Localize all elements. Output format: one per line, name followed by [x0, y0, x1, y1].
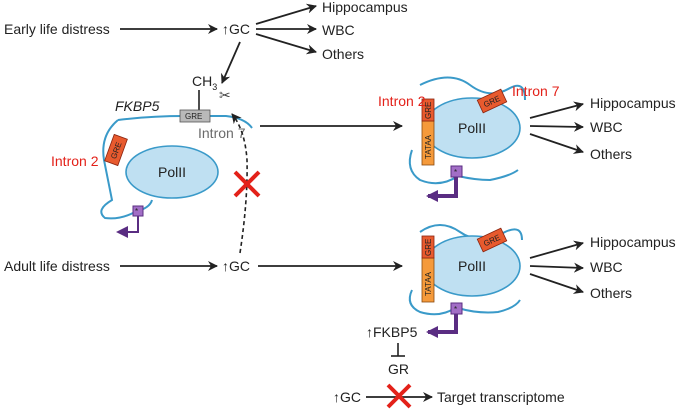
right-bottom-promoter-mark: *	[454, 305, 457, 314]
right-top-gre-intron7-box: GRE	[476, 88, 508, 114]
svg-text:GRE: GRE	[424, 239, 433, 256]
right-bottom-polii-label: PolII	[458, 258, 486, 274]
gc-adult-label: ↑GC	[222, 258, 250, 274]
right-bottom-to-hippocampus-arrow	[529, 240, 584, 259]
right-top-to-wbc-arrow	[529, 121, 584, 132]
blocked-cross-bottom	[386, 383, 412, 409]
left-gre-intron2-box: GRE	[104, 133, 128, 167]
adult-gc-to-methylation-dashed-arrow	[231, 113, 248, 254]
right-top-to-others-arrow	[529, 133, 584, 154]
others-top-label: Others	[322, 46, 364, 62]
svg-text:TATAA: TATAA	[424, 271, 433, 296]
right-bottom-tataa-gre-stack: TATAA GRE	[421, 235, 435, 303]
scissors-icon: ✂	[219, 87, 231, 103]
right-top-tss-arrow	[426, 177, 458, 202]
left-promoter-mark: *	[135, 207, 138, 216]
fkbp5-up-label: ↑FKBP5	[366, 324, 418, 340]
left-tss-arrow	[116, 216, 139, 238]
left-dna-strand-loop	[100, 119, 136, 220]
gc-to-others-top-arrow	[255, 33, 317, 55]
svg-text:GRE: GRE	[424, 102, 433, 119]
right-top-polii-label: PolII	[458, 120, 486, 136]
right-top-dna-top	[419, 76, 526, 101]
hippocampus-right-bottom-label: Hippocampus	[590, 234, 676, 250]
left-gre-intron7-box	[179, 109, 211, 123]
right-top-tataa-gre-stack: TATAA GRE	[421, 98, 435, 166]
right-bottom-tss-arrow	[426, 314, 458, 338]
others-right-bottom-label: Others	[590, 285, 632, 301]
left-gre-intron7-text: GRE	[185, 112, 202, 121]
fkbp5-gene-label: FKBP5	[115, 98, 160, 114]
others-right-top-label: Others	[590, 146, 632, 162]
early-life-distress-label: Early life distress	[4, 21, 110, 37]
left-intron7-label: Intron 7	[198, 125, 246, 141]
gc-to-hippocampus-top-arrow	[255, 3, 317, 25]
gr-label: GR	[388, 361, 409, 377]
methyl-label: CH3	[192, 73, 217, 92]
left-intron2-label: Intron 2	[51, 153, 99, 169]
gc-bottom-label: ↑GC	[333, 389, 361, 405]
hippocampus-right-top-label: Hippocampus	[590, 95, 676, 111]
hippocampus-top-label: Hippocampus	[322, 0, 408, 15]
wbc-right-bottom-label: WBC	[590, 259, 623, 275]
right-top-intron7-label: Intron 7	[512, 83, 560, 99]
wbc-top-label: WBC	[322, 22, 355, 38]
right-bottom-to-others-arrow	[529, 273, 584, 294]
adult-life-distress-label: Adult life distress	[4, 258, 110, 274]
target-transcriptome-label: Target transcriptome	[437, 389, 565, 405]
left-polii-label: PolII	[158, 164, 186, 180]
gc-to-methylation-arrow	[221, 41, 241, 84]
right-bottom-to-wbc-arrow	[529, 262, 584, 273]
svg-text:TATAA: TATAA	[424, 134, 433, 159]
blocked-cross-mid	[233, 170, 261, 198]
right-top-to-hippocampus-arrow	[529, 101, 584, 119]
right-top-promoter-mark: *	[454, 168, 457, 177]
left-polii	[125, 145, 219, 199]
right-top-intron2-label: Intron 2	[378, 93, 426, 109]
gc-top-label: ↑GC	[222, 21, 250, 37]
right-bottom-gre-intron7-box: GRE	[476, 227, 508, 253]
wbc-right-top-label: WBC	[590, 119, 623, 135]
